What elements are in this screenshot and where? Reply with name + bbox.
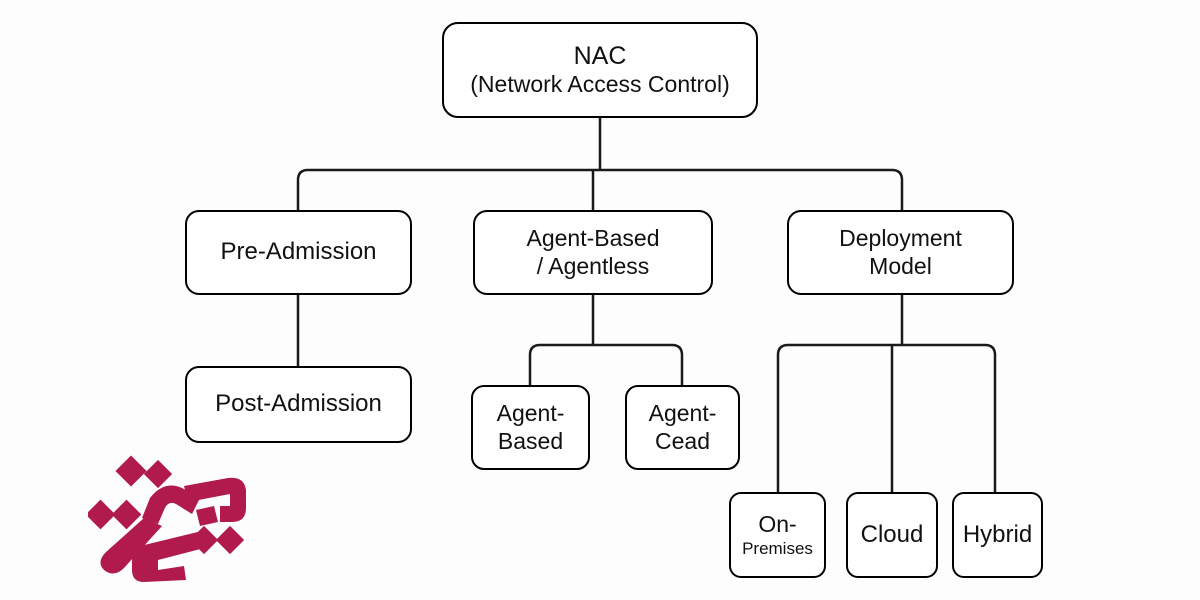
node-on-premises[interactable]: On- Premises [729,492,826,578]
node-nac-line1: NAC [573,41,627,70]
node-agent-based[interactable]: Agent- Based [471,385,590,470]
node-agent-based-line1: Agent- [496,400,565,427]
node-hybrid-label: Hybrid [962,520,1033,548]
node-hybrid[interactable]: Hybrid [952,492,1043,578]
node-deployment-model-line1: Deployment [839,225,962,252]
node-deployment-model[interactable]: Deployment Model [787,210,1014,295]
node-pre-admission-label: Pre-Admission [220,238,377,266]
connector-bus-level2 [296,168,904,210]
node-on-premises-line2: Premises [742,538,813,558]
node-agent-cead[interactable]: Agent- Cead [625,385,740,470]
node-cloud-label: Cloud [860,520,924,548]
connector-bus-deployment [776,343,997,492]
node-agent-agentless-line2: / Agentless [536,252,650,279]
node-pre-admission[interactable]: Pre-Admission [185,210,412,295]
node-cloud[interactable]: Cloud [846,492,938,578]
node-on-premises-line1: On- [758,511,797,538]
node-agent-based-line2: Based [497,427,564,454]
node-agent-agentless-line1: Agent-Based [526,225,660,252]
node-post-admission[interactable]: Post-Admission [185,366,412,443]
node-nac[interactable]: NAC (Network Access Control) [442,22,758,118]
node-agent-cead-line2: Cead [655,427,710,454]
connector-bus-agent [528,343,684,385]
node-post-admission-label: Post-Admission [215,390,382,418]
persian-calligraphy-logo-icon [88,455,246,582]
node-deployment-model-line2: Model [869,252,932,279]
node-agent-cead-line1: Agent- [648,400,717,427]
node-agent-based-agentless[interactable]: Agent-Based / Agentless [473,210,713,295]
node-nac-line2: (Network Access Control) [470,71,730,98]
